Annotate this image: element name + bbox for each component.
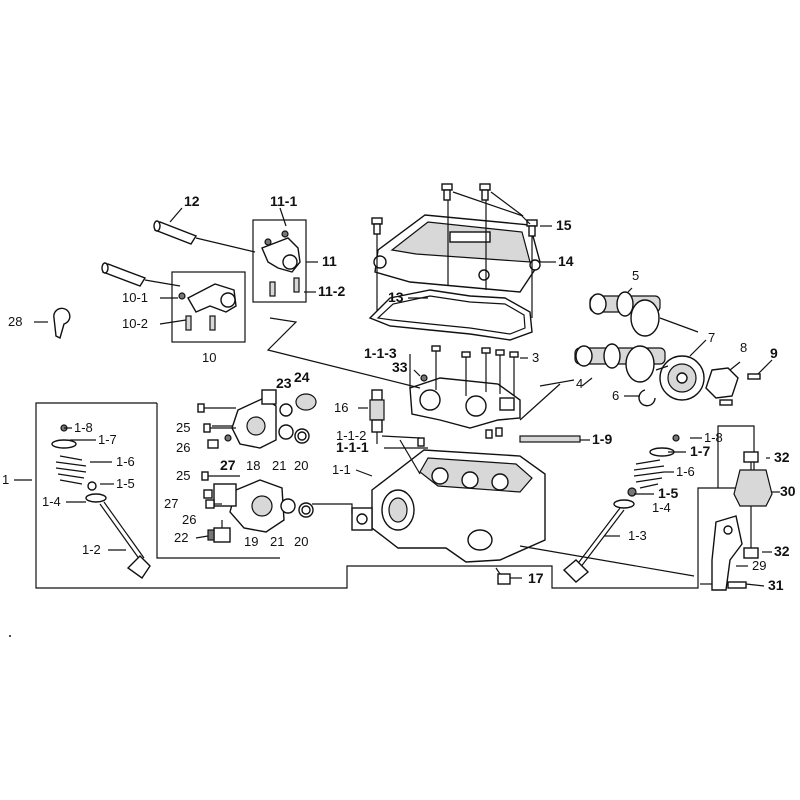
label-1-1-1: 1-1-1: [336, 439, 369, 455]
label-23: 23: [276, 375, 292, 391]
water-housing-upper: [231, 389, 277, 449]
label-19: 19: [244, 534, 258, 549]
label-22: 22: [174, 530, 188, 545]
label-12: 12: [184, 193, 200, 209]
label-32b: 32: [774, 543, 790, 559]
label-10: 10: [202, 350, 216, 365]
valve-intake-left: [51, 424, 151, 579]
o-ring-21a: [278, 424, 294, 440]
label-30: 30: [780, 483, 796, 499]
label-1-2: 1-2: [82, 542, 101, 557]
label-9: 9: [770, 345, 778, 361]
label-31: 31: [768, 577, 784, 593]
label-1-6b: 1-6: [676, 464, 695, 479]
label-3: 3: [532, 350, 539, 365]
bolt-17: [497, 573, 511, 585]
label-1-8b: 1-8: [704, 430, 723, 445]
label-33: 33: [392, 359, 408, 375]
label-21a: 21: [272, 458, 286, 473]
water-housing-lower: [213, 479, 285, 533]
label-24: 24: [294, 369, 310, 385]
label-1-7b: 1-7: [690, 443, 710, 459]
label-4: 4: [576, 376, 583, 391]
label-11: 11: [322, 253, 337, 269]
label-15: 15: [556, 217, 572, 233]
label-1-5a: 1-5: [116, 476, 135, 491]
label-1-1-2: 1-1-2: [336, 428, 366, 443]
label-21b: 21: [270, 534, 284, 549]
label-18: 18: [246, 458, 260, 473]
bolts-25a: [197, 403, 236, 449]
label-1-5b: 1-5: [658, 485, 678, 501]
label-1-1-3: 1-1-3: [364, 345, 397, 361]
label-1-4a: 1-4: [42, 494, 61, 509]
label-27b: 27: [164, 496, 178, 511]
label-28: 28: [8, 314, 22, 329]
engine-mount: [700, 451, 773, 591]
label-1-4b: 1-4: [652, 500, 671, 515]
label-25b: 25: [176, 468, 190, 483]
label-5: 5: [632, 268, 639, 283]
cam-retainer-plate: [705, 367, 739, 399]
holder-bolts: [431, 345, 519, 396]
cylinder-head: [351, 449, 546, 563]
o-ring-21b: [280, 498, 296, 514]
label-10-1: 10-1: [122, 290, 148, 305]
stud-bolt: [519, 435, 581, 443]
label-1-3: 1-3: [628, 528, 647, 543]
dot-mark: [9, 635, 11, 637]
rocker-arm-intake: [178, 283, 237, 331]
label-6: 6: [612, 388, 619, 403]
label-20a: 20: [294, 458, 308, 473]
cam-pin: [638, 389, 656, 407]
rocker-shaft-lower: [101, 262, 147, 287]
label-8: 8: [740, 340, 747, 355]
label-1-7a: 1-7: [98, 432, 117, 447]
label-1-8a: 1-8: [74, 420, 93, 435]
dowel-pins: [485, 429, 493, 439]
o-ring-23: [279, 403, 293, 417]
label-1: 1: [2, 472, 9, 487]
label-10-2: 10-2: [122, 316, 148, 331]
bolts-25b: [201, 471, 240, 509]
rocker-arm-exhaust: [261, 230, 301, 297]
label-1-6a: 1-6: [116, 454, 135, 469]
rocker-shaft-upper: [153, 220, 198, 245]
label-1-9: 1-9: [592, 431, 612, 447]
group-11-frame: [252, 219, 307, 303]
valve-exhaust-right: [562, 434, 680, 583]
label-1-1: 1-1: [332, 462, 351, 477]
label-27a: 27: [220, 457, 236, 473]
label-13: 13: [388, 289, 404, 305]
plate-bolt: [747, 373, 761, 380]
label-20b: 20: [294, 534, 308, 549]
label-32a: 32: [774, 449, 790, 465]
label-26b: 26: [182, 512, 196, 527]
camshaft-lower: [574, 343, 666, 383]
camshaft-upper: [589, 291, 661, 337]
sensor-22: [207, 520, 231, 543]
label-26a: 26: [176, 440, 190, 455]
label-11-1: 11-1: [270, 193, 297, 209]
cap-24: [295, 393, 317, 411]
clip: [53, 307, 71, 340]
label-25a: 25: [176, 420, 190, 435]
group-10-frame: [171, 271, 246, 343]
label-17: 17: [528, 570, 544, 586]
label-14: 14: [558, 253, 574, 269]
group-1-frame: [35, 402, 755, 589]
cam-sprocket: [659, 355, 705, 401]
label-16: 16: [334, 400, 348, 415]
group-1-frame-inner: [156, 403, 280, 559]
cover-gasket: [368, 289, 533, 341]
cylinder-head-cover: [373, 214, 541, 293]
label-7: 7: [708, 330, 715, 345]
label-11-2: 11-2: [318, 283, 345, 299]
spark-plug: [369, 389, 385, 444]
label-29: 29: [752, 558, 766, 573]
cam-holder: [409, 377, 521, 429]
